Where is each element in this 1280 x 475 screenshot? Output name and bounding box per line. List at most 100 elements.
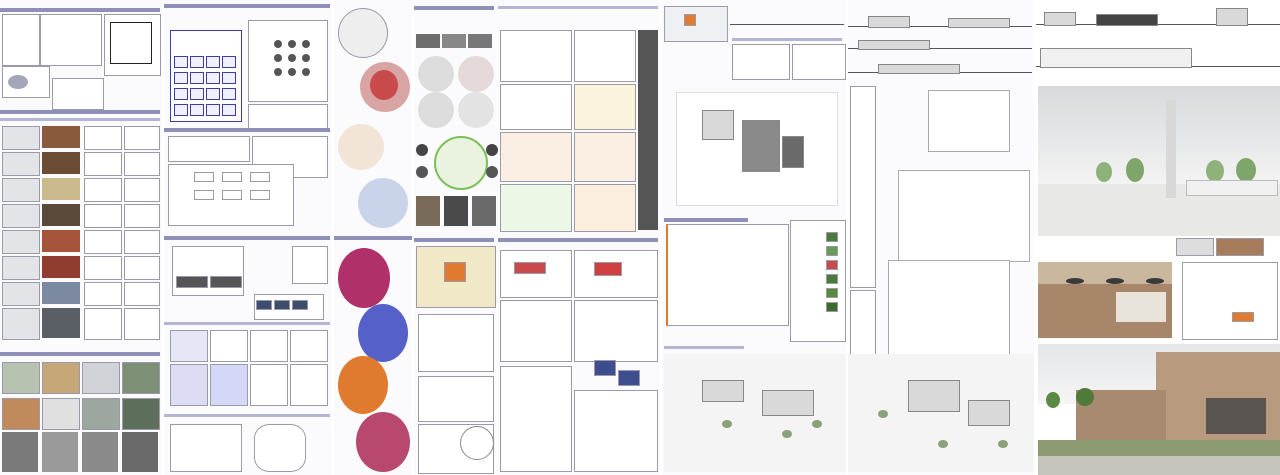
plan-drawing xyxy=(84,178,122,202)
tree-icon xyxy=(722,420,732,428)
elevation-building xyxy=(1044,12,1076,26)
interior-render xyxy=(1216,238,1264,256)
schedule-table xyxy=(850,86,876,288)
building-mass xyxy=(702,110,734,140)
dot-matrix-panel xyxy=(248,20,328,102)
massing-diagram xyxy=(574,300,658,362)
matrix-cell xyxy=(222,72,236,84)
plan-drawing xyxy=(84,282,122,306)
analysis-grid-board xyxy=(0,0,162,475)
plan-drawing xyxy=(84,126,122,150)
section-header xyxy=(732,38,842,41)
section-drawing xyxy=(848,26,1032,27)
text-panel xyxy=(124,152,160,176)
aerial-render xyxy=(122,398,160,430)
tree-icon xyxy=(1046,392,1060,408)
text-panel xyxy=(124,230,160,254)
elevation-drawing xyxy=(1036,24,1280,25)
map-tile xyxy=(2,230,40,254)
orange-site-map xyxy=(338,124,384,170)
matrix-cell xyxy=(206,88,220,100)
historic-map xyxy=(458,92,494,128)
matrix-cell xyxy=(222,104,236,116)
district-map xyxy=(500,184,572,232)
dot-marker xyxy=(274,54,282,62)
canopy-building xyxy=(1186,180,1278,196)
plan-drawing xyxy=(84,204,122,228)
site-photo xyxy=(42,230,80,252)
site-photo xyxy=(444,196,468,226)
tree-icon xyxy=(782,430,792,438)
board-header xyxy=(498,238,658,242)
matrix-cell xyxy=(174,88,188,100)
axon-diagram xyxy=(290,364,328,406)
historic-map xyxy=(458,56,494,92)
plan-diagram xyxy=(500,300,572,362)
section-header xyxy=(164,414,330,417)
site-marker xyxy=(684,14,696,26)
river-map xyxy=(338,8,388,58)
axon-diagram xyxy=(210,364,248,406)
orange-density-map xyxy=(338,356,388,414)
legend-swatch xyxy=(826,246,838,256)
tree-icon xyxy=(1206,160,1224,182)
diagram-panel xyxy=(40,14,102,66)
text-panel xyxy=(124,256,160,280)
schedule-table xyxy=(850,290,876,362)
flow-node xyxy=(222,190,242,200)
building-mass xyxy=(908,380,960,412)
building-mass xyxy=(782,136,804,168)
diagram-panel xyxy=(52,78,104,110)
massing-diagram xyxy=(500,366,572,472)
interior-window xyxy=(1116,292,1166,322)
axon-diagram xyxy=(170,364,208,406)
site-plan xyxy=(792,44,846,80)
district-map xyxy=(574,184,636,232)
site-photo xyxy=(42,178,80,200)
dot-marker xyxy=(274,68,282,76)
diagram-panel xyxy=(172,246,244,296)
plan-drawing xyxy=(84,152,122,176)
text-panel xyxy=(124,282,160,306)
grid-diagram xyxy=(110,22,152,64)
chimney-icon xyxy=(1166,100,1176,198)
map-tile xyxy=(2,308,40,340)
board-header xyxy=(164,4,330,8)
matrix-cell xyxy=(206,56,220,68)
aerial-render xyxy=(42,398,80,430)
blue-zone-map xyxy=(358,178,408,228)
site-photo xyxy=(42,152,80,174)
site-plan xyxy=(732,44,790,80)
district-map xyxy=(500,30,572,82)
typology-matrix-board xyxy=(164,0,332,475)
section-building xyxy=(858,40,930,50)
red-accent xyxy=(514,262,546,274)
flow-node xyxy=(194,190,214,200)
board-header xyxy=(164,128,330,132)
facade-render-path xyxy=(1038,456,1280,475)
matrix-cell xyxy=(190,88,204,100)
site-photo xyxy=(122,432,158,472)
building-mass xyxy=(702,380,744,402)
site-photo xyxy=(2,432,38,472)
structure-diagram xyxy=(170,424,242,472)
tree-icon xyxy=(998,440,1008,448)
site-photo xyxy=(42,256,80,278)
plan-drawing xyxy=(84,256,122,280)
aerial-render xyxy=(82,398,120,430)
section-building xyxy=(878,64,960,74)
board-header xyxy=(0,8,160,12)
elevation-building xyxy=(1096,14,1158,26)
red-accent xyxy=(594,262,622,276)
legend-swatch xyxy=(826,302,838,312)
diagram-panel xyxy=(248,104,328,130)
axon-diagram xyxy=(250,364,288,406)
sections-board xyxy=(848,0,1034,475)
text-panel xyxy=(124,126,160,150)
flow-node xyxy=(222,172,242,182)
axon-diagram xyxy=(170,330,208,362)
arrow-block xyxy=(292,300,308,310)
site-photo xyxy=(42,204,80,226)
district-map xyxy=(500,132,572,182)
dot-marker xyxy=(302,40,310,48)
